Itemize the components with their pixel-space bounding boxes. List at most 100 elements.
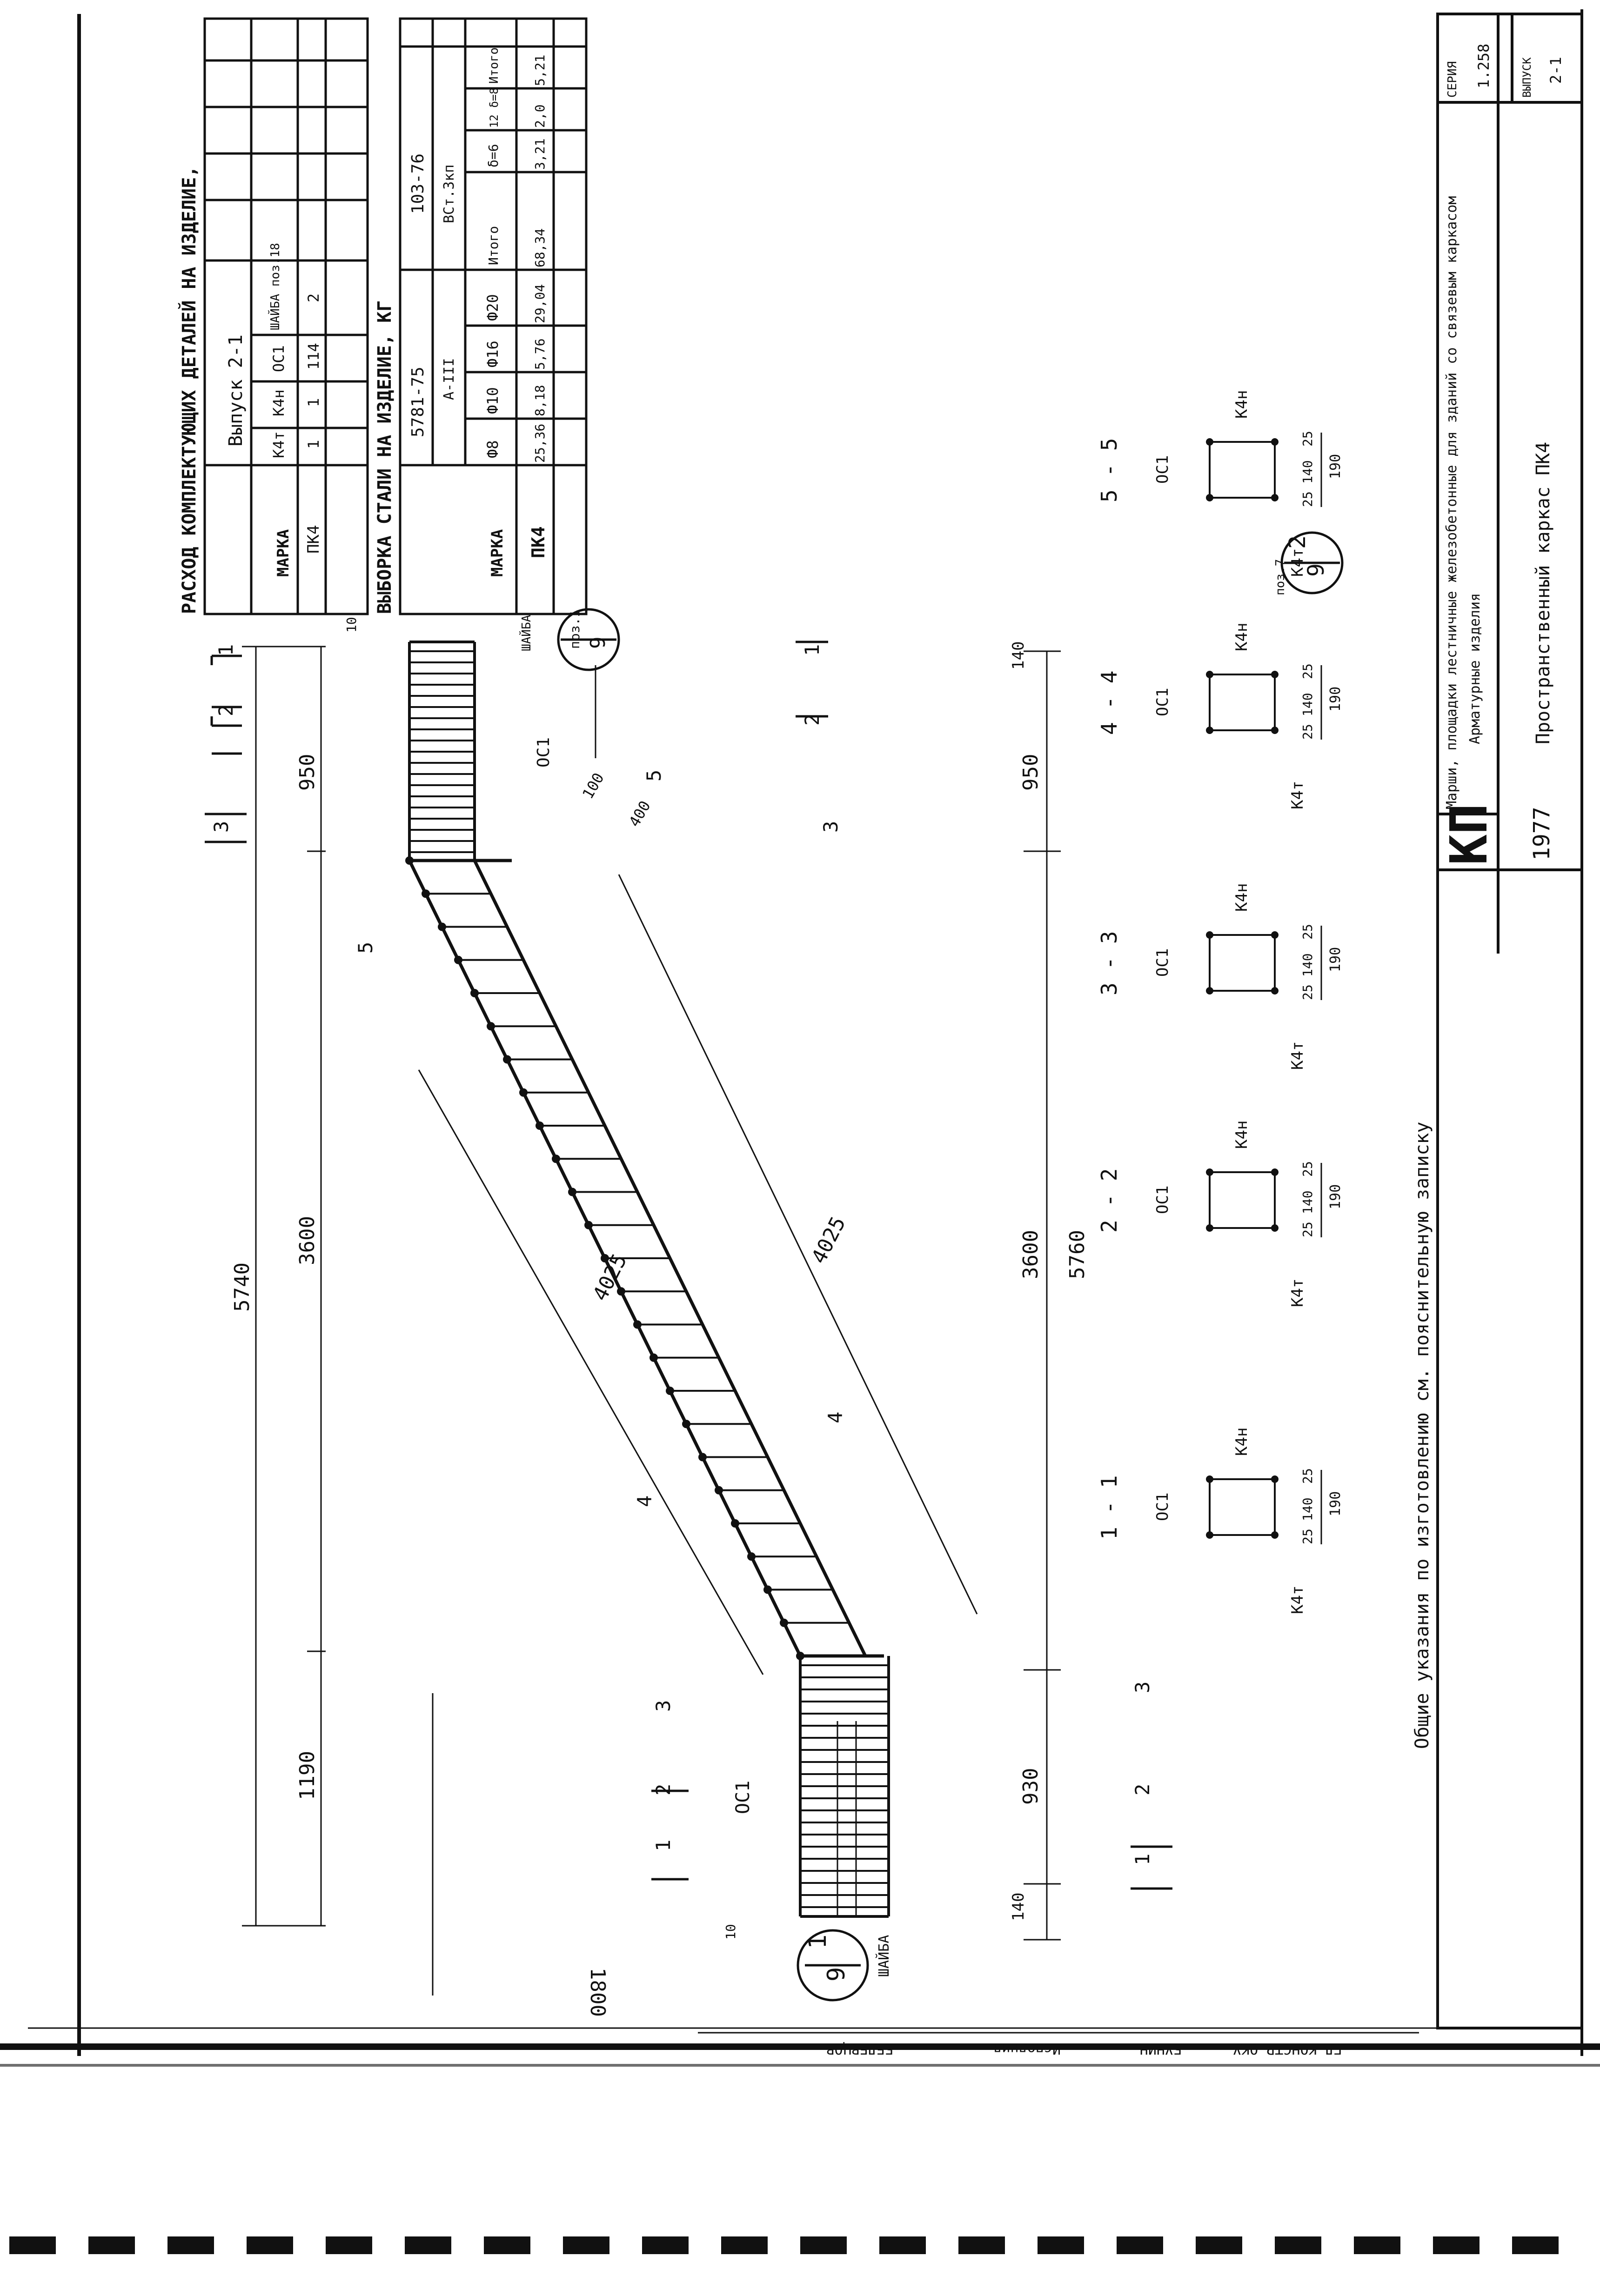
dim-bottom-left: 930 — [1019, 1768, 1043, 1805]
title-series-label: СЕРИЯ — [1446, 61, 1459, 98]
weld-point — [536, 1121, 544, 1130]
section-dim: 140 — [1300, 1497, 1315, 1521]
rebar-dot — [1271, 1475, 1279, 1483]
weld-point — [584, 1221, 593, 1229]
lower-landing-bars — [837, 1721, 857, 1916]
weld-point — [601, 1254, 609, 1262]
weld-point — [519, 1088, 528, 1097]
steel-val-total-2: 5,21 — [532, 55, 548, 86]
rebar-dot — [1271, 727, 1279, 734]
section-bar-t: К4т — [1288, 781, 1307, 809]
weld-point — [731, 1519, 739, 1528]
steel-col-d6: δ=6 — [486, 144, 501, 167]
consumption-val-k4t: 1 — [305, 440, 322, 449]
bottom-marker-strip — [9, 2236, 1559, 2254]
strip-dash — [800, 2236, 847, 2254]
section-os-label: ОС1 — [1153, 1186, 1172, 1214]
title-block: КП 1977 Марши, площадки лестничные желез… — [1436, 13, 1583, 2029]
section-outline — [1209, 934, 1276, 992]
strip-dash — [642, 2236, 689, 2254]
consumption-val-washer: 2 — [305, 294, 322, 302]
strip-dash — [484, 2236, 530, 2254]
weld-point — [666, 1387, 674, 1395]
weld-point — [715, 1486, 723, 1495]
rebar-dot — [1271, 1224, 1279, 1232]
section-outline — [1209, 441, 1276, 499]
rebar-dot — [1206, 931, 1213, 939]
section-dim: 140 — [1300, 460, 1315, 484]
section-title: 5 - 5 — [1097, 438, 1122, 502]
title-issue-label: ВЫПУСК — [1520, 57, 1533, 98]
weld-point — [682, 1420, 690, 1428]
strip-dash — [326, 2236, 372, 2254]
steel-val-d8: 2,0 — [532, 104, 548, 128]
strip-dash — [1433, 2236, 1479, 2254]
steel-gost-1: 5781-75 — [408, 367, 428, 437]
consumption-val-k4n: 1 — [305, 398, 322, 407]
section-dim: 25 — [1300, 1221, 1315, 1237]
section-outline — [1209, 674, 1276, 731]
title-drawing: Пространственный каркас ПК4 — [1533, 442, 1554, 744]
section-mark-1c: 1 — [801, 644, 823, 656]
section-os-label: ОС1 — [1153, 948, 1172, 977]
node-1-callout — [797, 1929, 869, 2002]
strip-dash — [247, 2236, 293, 2254]
general-note: Общие указания по изготовлению см. поясн… — [1412, 1121, 1433, 1749]
section-mark-1b: 1 — [652, 1840, 675, 1851]
rebar-dot — [1206, 1531, 1213, 1539]
section-mark-1a: 1 — [214, 644, 237, 656]
consumption-title: РАСХОД КОМПЛЕКТУЮЩИХ ДЕТАЛЕЙ НА ИЗДЕЛИЕ, — [178, 166, 200, 614]
strip-dash — [405, 2236, 451, 2254]
node-1-top: 1 — [804, 1935, 832, 1949]
section-dim-total: 190 — [1327, 1184, 1344, 1209]
steel-row-mark: ПК4 — [528, 526, 549, 558]
rebar-dot — [1271, 1168, 1279, 1176]
strip-dash — [9, 2236, 56, 2254]
consumption-col-os1: ОС1 — [270, 345, 288, 372]
steel-title: ВЫБОРКА СТАЛИ НА ИЗДЕЛИЕ, КГ — [374, 300, 395, 614]
weld-point — [568, 1188, 576, 1196]
weld-point — [747, 1552, 756, 1561]
weld-point — [633, 1320, 642, 1329]
section-dim: 25 — [1300, 663, 1315, 679]
rebar-dot — [1271, 438, 1279, 446]
section-bar-t: К4т — [1288, 1041, 1307, 1070]
node-1-bottom: 9 — [823, 1967, 850, 1982]
section-dim: 25 — [1300, 724, 1315, 740]
consumption-col-k4t: К4т — [270, 431, 288, 458]
section-bar-t: К4т — [1288, 1279, 1307, 1307]
node-pos-label: поз.1 — [567, 610, 582, 649]
section-mark-4a: 4 — [633, 1495, 656, 1507]
section-bar-n: К4н — [1232, 623, 1251, 651]
strip-dash — [1354, 2236, 1400, 2254]
os1-label-lower: ОС1 — [732, 1781, 754, 1814]
steel-grade: ВСт.3кп — [441, 165, 457, 223]
section-mark-labels: 1 2 3 1 2 3 4 4 5 5 1 2 3 1 2 3 — [210, 644, 1154, 1865]
signature-bunin: БУНИН — [1140, 2041, 1182, 2057]
section-title: 4 - 4 — [1097, 671, 1122, 735]
section-bar-n: К4н — [1232, 390, 1251, 419]
weld-point — [698, 1453, 707, 1462]
dim-node-offset-2: 400 — [625, 798, 654, 830]
dim-right-landing-top: 950 — [295, 754, 319, 791]
steel-val-d6: 3,21 — [532, 139, 548, 170]
dim-span-top: 3600 — [295, 1216, 319, 1265]
strip-dash — [1117, 2236, 1163, 2254]
strip-dash — [167, 2236, 214, 2254]
steel-col-f10: Ф10 — [484, 387, 502, 414]
steel-val-f20: 29,04 — [532, 284, 548, 323]
section-dim: 25 — [1300, 924, 1315, 940]
steel-col-f20: Ф20 — [484, 294, 502, 321]
dim-overall-top: 5740 — [230, 1262, 254, 1312]
title-series: 1.258 — [1475, 44, 1493, 88]
section-dim: 25 — [1300, 431, 1315, 447]
flight-ties — [405, 856, 865, 1660]
dim-right-edge: 140 — [1009, 641, 1028, 670]
dim-bottom-total: 5760 — [1065, 1230, 1089, 1279]
consumption-issue-header: Выпуск 2-1 — [225, 334, 247, 447]
rebar-dot — [1206, 494, 1213, 501]
section-node-2: 2 9 поз.7 — [1273, 531, 1344, 595]
steel-gost-2: 103-76 — [408, 154, 428, 214]
